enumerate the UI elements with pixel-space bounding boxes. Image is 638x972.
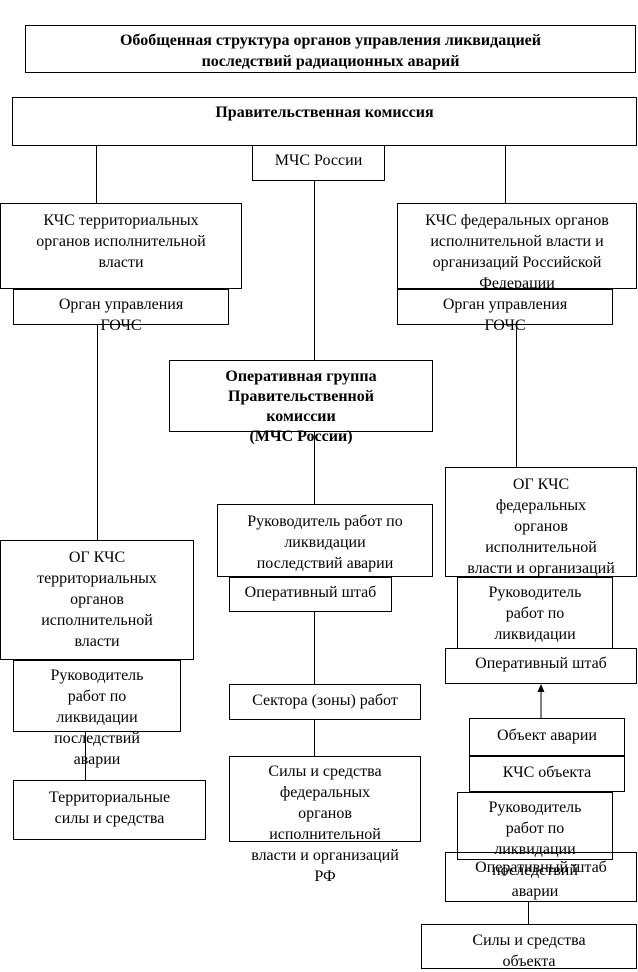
box-text-line: Руководитель работ по (247, 513, 403, 530)
box-text-line: аварии (73, 751, 121, 768)
box-text-line: ликвидации (56, 709, 138, 726)
box-text-line: ликвидации (284, 534, 366, 551)
work-head-right-2: Руководитель работ по ликвидации последстви… (457, 792, 613, 900)
connector-line (314, 432, 315, 504)
box-text-line: исполнительной (485, 539, 597, 556)
box-text-line: (МЧС России) (249, 428, 353, 445)
box-text-line: Орган управления (442, 296, 568, 313)
connector-line (516, 325, 517, 467)
box-text-line: ОГ КЧС (68, 549, 126, 566)
box-text-line: Руководитель (50, 667, 144, 684)
box-text-line: ликвидации (494, 626, 576, 643)
box-text-line: органов (70, 591, 124, 608)
box-text-line: последствий радиационных аварий (201, 53, 460, 70)
box-text-line: Федерации (479, 275, 555, 292)
box-text-line: МЧС России (274, 152, 363, 169)
box-text-line: последствий (54, 730, 140, 747)
box-text-line: территориальных (37, 570, 157, 587)
box-text-line: Правительственная комиссия (215, 104, 434, 121)
box-text-line: ГОЧС (100, 317, 142, 334)
box-text-line: федеральных (279, 784, 371, 801)
box-text-line: КЧС объекта (502, 764, 592, 781)
og-kchs-territorial: ОГ КЧС территориальных органов исполнительн… (0, 540, 194, 660)
connector-line (314, 612, 315, 684)
connector-line (314, 180, 315, 360)
box-text-line: исполнительной (269, 826, 381, 843)
box-text-line: последствий аварии (256, 555, 394, 572)
box-text-line: работ по (505, 605, 565, 622)
box-text-line: КЧС федеральных органов (425, 212, 609, 229)
kchs-object: КЧС объекта (469, 756, 625, 792)
box-text-line: власти (74, 633, 120, 650)
kchs-territorial-authorities: КЧС территориальных органов исполнительно… (0, 203, 242, 289)
box-text-line: комиссии (266, 408, 336, 425)
box-text-line: ликвидации (494, 841, 576, 858)
box-text-line: ГОЧС (484, 317, 526, 334)
work-head-center: Руководитель работ по ликвидации последств… (217, 504, 433, 577)
box-text-line: Руководитель (488, 799, 582, 816)
box-text-line: Орган управления (58, 296, 184, 313)
box-text-line: Оперативная группа (225, 368, 377, 385)
box-text-line: объекта (502, 953, 556, 970)
box-text-line: власти (98, 254, 144, 271)
box-text-line: Объект аварии (497, 727, 597, 744)
box-text-line: Силы и средства (268, 763, 382, 780)
box-text-line: исполнительной власти и (430, 233, 604, 250)
work-head-right: Руководитель работ по ликвидации (457, 577, 613, 649)
connector-line (314, 720, 315, 756)
box-text-line: КЧС территориальных (43, 212, 199, 229)
box-text-line: органов исполнительной (36, 233, 206, 250)
operational-staff-right: Оперативный штаб (445, 648, 637, 684)
box-text-line: власти и организаций (467, 560, 615, 577)
federal-forces-and-means: Силы и средства федеральных органов исполни… (229, 756, 421, 885)
territorial-forces-and-means: Территориальные силы и средства (13, 780, 206, 840)
box-text-line: Территориальные (48, 789, 171, 806)
government-commission: Правительственная комиссия (12, 97, 637, 146)
mchs-russia: МЧС России (252, 145, 385, 181)
box-text-line: органов (298, 805, 352, 822)
box-text-line: аварии (511, 883, 559, 900)
connector-line (505, 145, 506, 203)
box-text-line: работ по (505, 820, 565, 837)
work-head-left: Руководитель работ по ликвидации последстви… (13, 660, 181, 768)
work-sectors-zones: Сектора (зоны) работ (229, 684, 421, 720)
diagram-title: Обобщенная структура органов управления … (25, 25, 636, 73)
box-text-line: Правительственной (228, 388, 374, 405)
box-text-line: Оперативный штаб (475, 655, 607, 672)
accident-object: Объект аварии (469, 718, 625, 756)
box-text-line: последствий (492, 862, 578, 879)
box-text-line: исполнительной (41, 612, 153, 629)
box-text-line: РФ (314, 868, 336, 885)
connector-line (85, 732, 86, 780)
box-text-line: власти и организаций (251, 847, 399, 864)
box-text-line: Руководитель (488, 584, 582, 601)
box-text-line: Силы и средства (472, 932, 586, 949)
operational-staff-center: Оперативный штаб (229, 577, 392, 612)
kchs-federal-authorities: КЧС федеральных органов исполнительной вл… (397, 203, 637, 292)
box-text-line: организаций Российской (432, 254, 602, 271)
object-forces-and-means: Силы и средства объекта (421, 924, 637, 970)
connector-line (97, 325, 98, 540)
box-text-line: Оперативный штаб (244, 584, 377, 601)
og-kchs-federal: ОГ КЧС федеральных органов исполнительной вл… (445, 467, 637, 577)
box-text-line: Обобщенная структура органов управления … (119, 32, 541, 49)
box-text-line: Оперативный штаб (475, 859, 607, 876)
box-text-line: работ по (67, 688, 127, 705)
box-text-line: ОГ КЧС (512, 476, 570, 493)
box-text-line: федеральных (495, 497, 587, 514)
connector-line (528, 902, 529, 924)
box-text-line: органов (514, 518, 568, 535)
box-text-line: силы и средства (54, 810, 165, 827)
connector-line (96, 145, 97, 203)
box-text-line: Сектора (зоны) работ (252, 692, 398, 709)
operational-staff-right-2: Оперативный штаб (445, 852, 637, 902)
